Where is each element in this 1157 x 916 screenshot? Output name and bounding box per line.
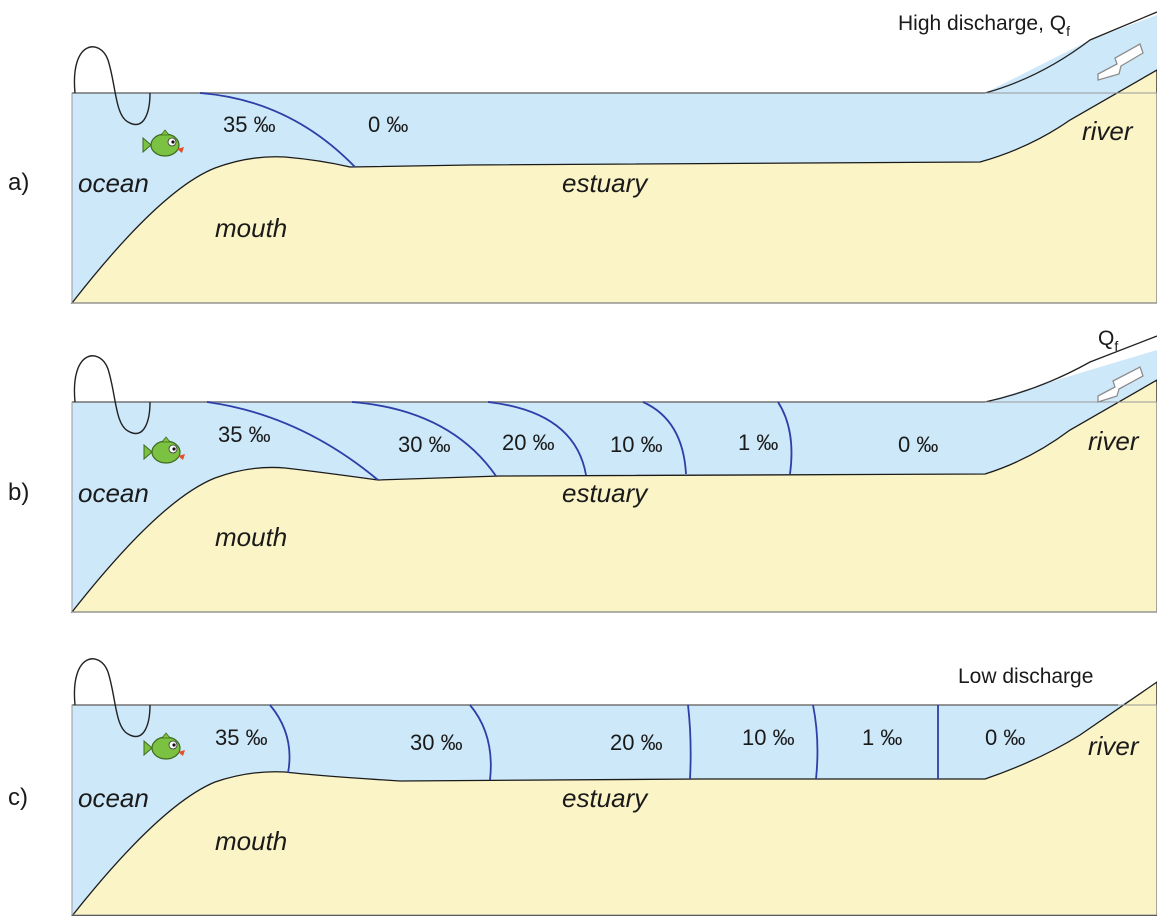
salinity-label: 35 ‰ <box>218 422 271 447</box>
panel-label: b) <box>8 479 29 506</box>
land <box>70 69 1157 304</box>
salinity-label: 30 ‰ <box>410 730 463 755</box>
salinity-label: 10 ‰ <box>742 725 795 750</box>
panel-frame <box>71 704 1157 916</box>
salinity-label: 20 ‰ <box>502 430 555 455</box>
ocean-label: ocean <box>78 168 149 198</box>
discharge-label: Qf <box>1098 327 1118 354</box>
fish-icon <box>143 732 185 760</box>
panel-frame <box>71 401 1157 613</box>
isohaline <box>487 401 587 476</box>
river-label: river <box>1082 116 1134 146</box>
panel-label: a) <box>8 169 29 196</box>
salinity-label: 35 ‰ <box>215 725 268 750</box>
river-water <box>985 685 1157 778</box>
isohaline <box>206 401 379 481</box>
isohaline <box>777 401 793 475</box>
panel-label: c) <box>8 784 28 811</box>
isohaline <box>351 401 497 477</box>
panel-a: a) ocean mouth estuary river 35 ‰ 0 ‰ Hi… <box>8 11 1157 304</box>
mouth-label: mouth <box>215 826 287 856</box>
isohaline <box>687 704 692 780</box>
salinity-label: 0 ‰ <box>985 725 1025 750</box>
isohaline <box>642 401 687 475</box>
river-label: river <box>1088 731 1140 761</box>
estuary-label: estuary <box>562 478 649 508</box>
salinity-label: 30 ‰ <box>398 432 451 457</box>
isohaline <box>269 704 291 774</box>
isohaline <box>812 704 819 780</box>
wave-icon <box>73 355 151 435</box>
estuary-label: estuary <box>562 783 649 813</box>
river-water <box>985 15 1157 160</box>
wave-icon <box>73 46 151 126</box>
panel-c: c) ocean mouth estuary river 35 ‰ 30 ‰ 2… <box>8 658 1157 916</box>
salinity-label: 10 ‰ <box>610 432 663 457</box>
land <box>70 379 1157 613</box>
river-bank <box>984 11 1157 94</box>
discharge-arrow-icon <box>1097 366 1144 403</box>
fish-icon <box>143 436 185 464</box>
mouth-label: mouth <box>215 213 287 243</box>
river-label: river <box>1088 426 1140 456</box>
river-bank <box>984 335 1157 403</box>
salinity-label: 1 ‰ <box>862 725 902 750</box>
panel-b: b) ocean mouth estuary river 35 ‰ 30 ‰ 2… <box>8 327 1157 613</box>
fish-icon <box>142 129 184 157</box>
salinity-label: 1 ‰ <box>738 430 778 455</box>
salinity-label: 0 ‰ <box>898 432 938 457</box>
wave-icon <box>73 658 151 738</box>
salinity-label: 0 ‰ <box>368 112 408 137</box>
panel-frame <box>71 92 1157 304</box>
estuary-label: estuary <box>562 168 649 198</box>
ocean-label: ocean <box>78 783 149 813</box>
ocean-label: ocean <box>78 478 149 508</box>
salinity-label: 20 ‰ <box>610 730 663 755</box>
discharge-arrow-icon <box>1097 43 1144 81</box>
mouth-label: mouth <box>215 522 287 552</box>
discharge-label: Low discharge <box>958 665 1093 688</box>
discharge-label: High discharge, Qf <box>898 12 1070 39</box>
isohaline <box>199 92 356 168</box>
isohaline <box>469 704 492 781</box>
salinity-label: 35 ‰ <box>223 112 276 137</box>
